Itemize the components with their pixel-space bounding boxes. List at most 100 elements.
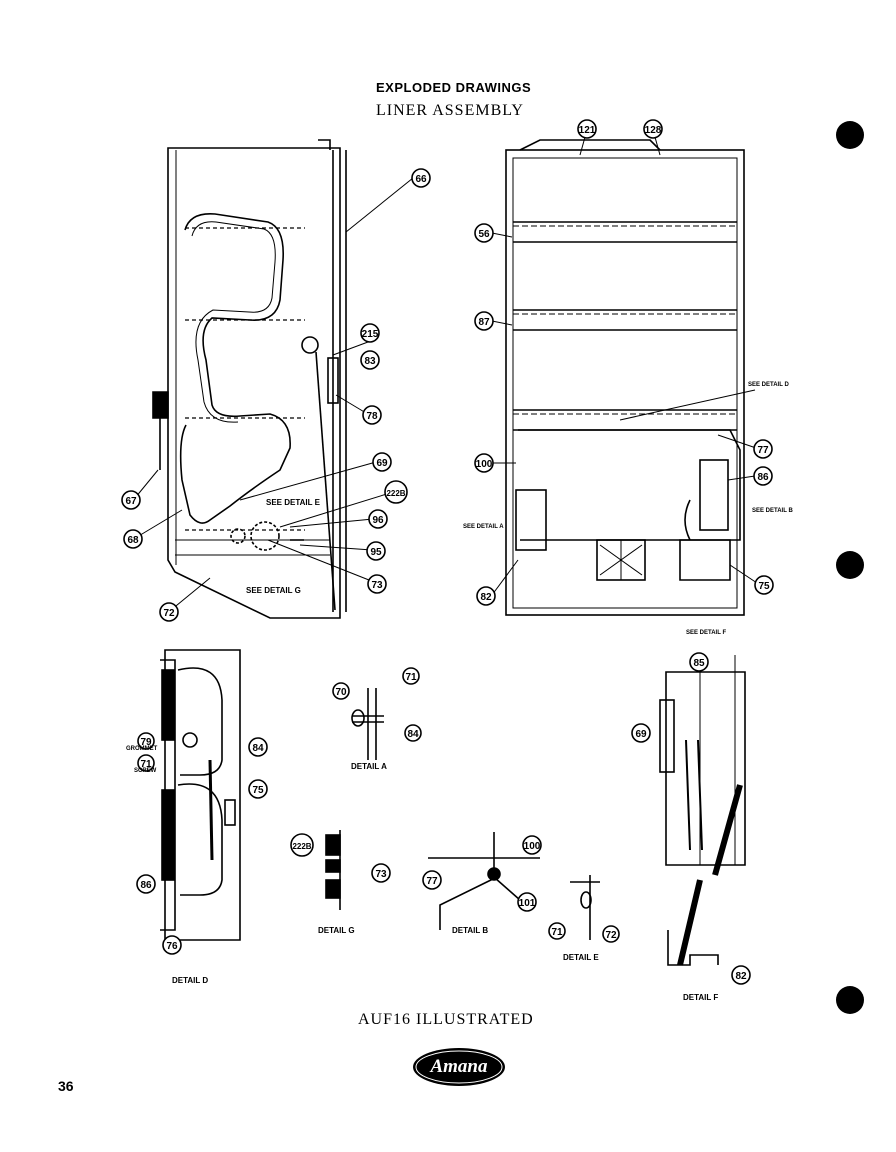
callout-e-72: 72: [602, 925, 620, 943]
callout-b-101: 101: [517, 892, 537, 912]
callout-128: 128: [643, 119, 663, 139]
note-see-detail-f: SEE DETAIL F: [686, 630, 726, 636]
svg-text:82: 82: [735, 971, 747, 982]
side-view-drawing: [152, 139, 347, 619]
callout-d-79: 79: [137, 732, 155, 750]
callout-g-222b: 222B: [290, 833, 314, 857]
svg-text:100: 100: [476, 459, 493, 470]
note-screw: SCREW: [134, 768, 157, 774]
label-detail-g: DETAIL G: [318, 926, 355, 935]
detail-b-drawing: [428, 832, 540, 930]
callout-67: 67: [121, 490, 141, 510]
svg-text:66: 66: [415, 174, 427, 185]
callout-96: 96: [368, 509, 388, 529]
detail-e-drawing: [570, 875, 600, 940]
callout-a-84: 84: [404, 724, 422, 742]
page-title: EXPLODED DRAWINGS: [376, 80, 532, 95]
callout-82: 82: [476, 586, 496, 606]
callout-f-82: 82: [731, 965, 751, 985]
callout-f-69: 69: [631, 723, 651, 743]
svg-text:71: 71: [405, 672, 417, 683]
callout-68: 68: [123, 529, 143, 549]
page-number: 36: [58, 1078, 74, 1094]
svg-text:215: 215: [362, 329, 379, 340]
svg-text:87: 87: [478, 317, 490, 328]
svg-text:71: 71: [140, 759, 152, 770]
label-detail-e: DETAIL E: [563, 953, 599, 962]
callout-87: 87: [474, 311, 494, 331]
svg-text:121: 121: [579, 125, 596, 136]
note-see-detail-a: SEE DETAIL A: [463, 524, 504, 530]
callout-69: 69: [372, 452, 392, 472]
svg-text:71: 71: [551, 927, 563, 938]
callout-66: 66: [411, 168, 431, 188]
callout-a-70: 70: [332, 682, 350, 700]
callout-222b: 222B: [384, 480, 408, 504]
note-see-detail-b: SEE DETAIL B: [752, 508, 793, 514]
detail-a-drawing: [351, 688, 384, 760]
svg-text:68: 68: [127, 535, 139, 546]
svg-text:75: 75: [252, 785, 264, 796]
callout-d-76: 76: [162, 935, 182, 955]
svg-text:78: 78: [366, 411, 378, 422]
callout-73: 73: [367, 574, 387, 594]
svg-text:100: 100: [524, 841, 541, 852]
label-detail-b: DETAIL B: [452, 926, 488, 935]
svg-text:222B: 222B: [292, 842, 311, 851]
svg-text:67: 67: [125, 496, 137, 507]
svg-text:79: 79: [140, 737, 152, 748]
svg-text:75: 75: [758, 581, 770, 592]
svg-text:101: 101: [519, 898, 536, 909]
svg-text:85: 85: [693, 658, 705, 669]
callout-a-71: 71: [402, 667, 420, 685]
label-detail-a: DETAIL A: [351, 762, 387, 771]
callout-215: 215: [360, 323, 380, 343]
svg-text:69: 69: [635, 729, 647, 740]
callout-83: 83: [360, 350, 380, 370]
binder-hole-icon: [836, 121, 864, 149]
note-grommet: GROMMET: [126, 746, 158, 752]
callout-d-71: 71: [137, 754, 155, 772]
detail-f-drawing: [659, 655, 746, 966]
callout-56: 56: [474, 223, 494, 243]
svg-text:73: 73: [371, 580, 383, 591]
svg-text:69: 69: [376, 458, 388, 469]
detail-g-drawing: [325, 830, 341, 910]
page-subtitle: LINER ASSEMBLY: [376, 102, 524, 119]
callout-95: 95: [366, 541, 386, 561]
logo-text: Amana: [430, 1056, 488, 1077]
callout-d-75: 75: [248, 779, 268, 799]
binder-hole-icon: [836, 986, 864, 1014]
callout-121: 121: [577, 119, 597, 139]
callout-b-100: 100: [522, 835, 542, 855]
callout-d-86: 86: [136, 874, 156, 894]
label-detail-d: DETAIL D: [172, 976, 208, 985]
callout-d-84: 84: [248, 737, 268, 757]
svg-text:70: 70: [335, 687, 347, 698]
label-detail-f: DETAIL F: [683, 993, 718, 1002]
svg-text:82: 82: [480, 592, 492, 603]
svg-text:84: 84: [252, 743, 264, 754]
detail-d-drawing: [160, 649, 241, 941]
callout-e-71: 71: [548, 922, 566, 940]
svg-text:222B: 222B: [386, 489, 405, 498]
note-see-detail-d: SEE DETAIL D: [748, 382, 789, 388]
illustration-caption: AUF16 ILLUSTRATED: [358, 1011, 534, 1028]
note-see-detail-e: SEE DETAIL E: [266, 498, 321, 507]
svg-text:86: 86: [757, 472, 769, 483]
callout-100: 100: [474, 453, 494, 473]
svg-text:95: 95: [370, 547, 382, 558]
callout-f-85: 85: [689, 652, 709, 672]
binder-hole-icon: [836, 551, 864, 579]
callout-77: 77: [753, 439, 773, 459]
svg-text:77: 77: [426, 876, 438, 887]
callout-g-73: 73: [371, 863, 391, 883]
callout-86: 86: [753, 466, 773, 486]
callout-72: 72: [159, 602, 179, 622]
amana-logo: Amana: [412, 1046, 506, 1088]
svg-text:72: 72: [605, 930, 617, 941]
svg-text:56: 56: [478, 229, 490, 240]
front-view-drawing: [505, 139, 745, 616]
